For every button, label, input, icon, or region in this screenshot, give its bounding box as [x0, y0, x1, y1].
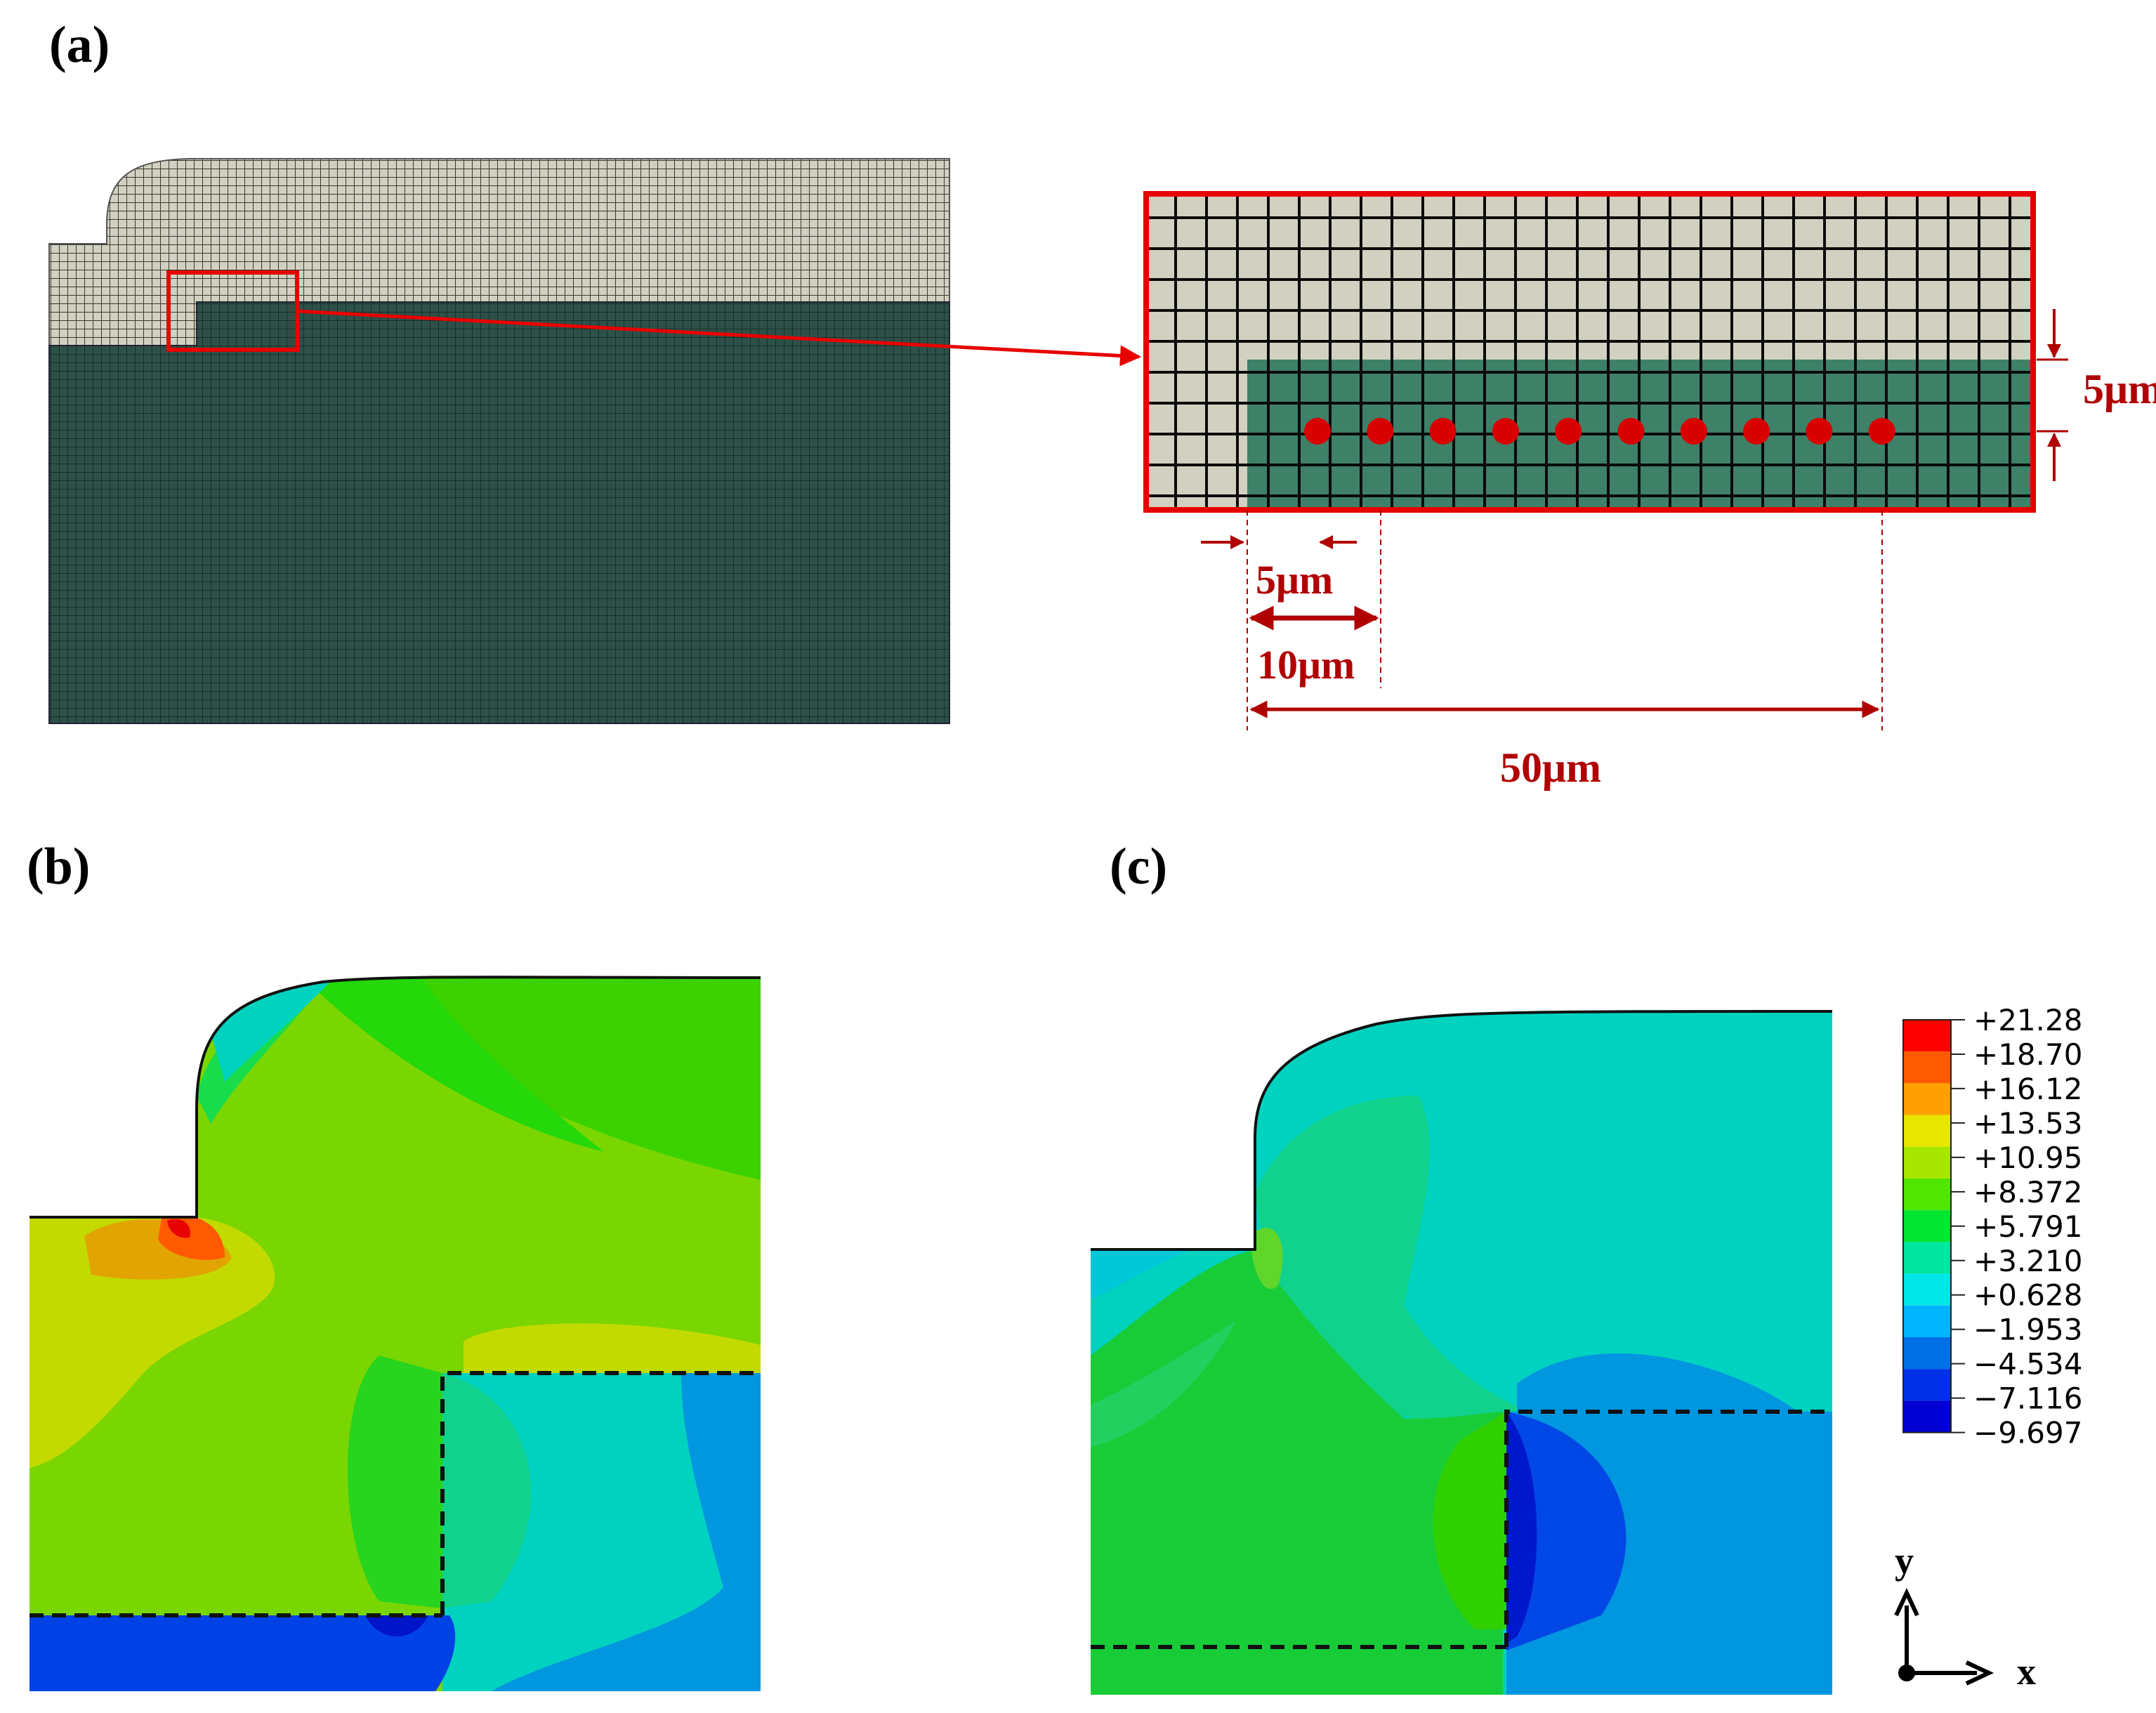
measurement-point — [1304, 418, 1331, 445]
legend-swatch — [1903, 1210, 1951, 1242]
legend-value: +5.791 — [1973, 1209, 2082, 1244]
color-legend: +21.28+18.70+16.12+13.53+10.95+8.372+5.7… — [1902, 1003, 2082, 1450]
legend-swatch — [1903, 1083, 1951, 1115]
panel-b-label: (b) — [27, 838, 90, 895]
legend-swatch — [1903, 1051, 1951, 1084]
legend-value: +3.210 — [1973, 1244, 2082, 1278]
zoomed-mesh — [1143, 191, 2036, 513]
mesh-model — [48, 158, 950, 724]
legend-swatch — [1903, 1242, 1951, 1274]
substrate-mesh — [48, 301, 950, 724]
legend-swatch — [1903, 1369, 1951, 1401]
measurement-point — [1617, 418, 1645, 445]
legend-value: +13.53 — [1973, 1106, 2082, 1141]
contour-plot-b — [29, 976, 761, 1691]
contour-plot-c — [1091, 1010, 1833, 1695]
measurement-points — [1304, 418, 1895, 445]
dimension-annotations — [1201, 309, 2068, 730]
measurement-point — [1806, 418, 1833, 445]
height-5um-label: 5μm — [2083, 366, 2156, 412]
legend-swatch — [1903, 1020, 1951, 1052]
measurement-point — [1492, 418, 1519, 445]
measurement-point — [1868, 418, 1895, 445]
legend-swatch — [1903, 1179, 1951, 1211]
legend-swatch — [1903, 1146, 1951, 1179]
legend-value: −7.116 — [1973, 1381, 2082, 1416]
legend-value: +10.95 — [1973, 1141, 2082, 1175]
measurement-point — [1429, 418, 1457, 445]
measurement-point — [1680, 418, 1707, 445]
span-50um-label: 50μm — [1500, 744, 1601, 791]
legend-value: +18.70 — [1973, 1037, 2082, 1072]
legend-value: +0.628 — [1973, 1278, 2082, 1313]
measurement-point — [1743, 418, 1770, 445]
measurement-point — [1555, 418, 1582, 445]
span-10um-label: 10μm — [1257, 642, 1355, 688]
legend-value: −4.534 — [1973, 1347, 2082, 1381]
measurement-point — [1367, 418, 1394, 445]
axis-y-label: y — [1895, 1540, 1914, 1582]
legend-swatch — [1903, 1115, 1951, 1147]
panel-a-label: (a) — [49, 16, 110, 74]
legend-swatch — [1903, 1305, 1951, 1337]
legend-swatch — [1903, 1273, 1951, 1306]
legend-value: +8.372 — [1973, 1175, 2082, 1209]
zoom-arrow — [296, 309, 1141, 367]
zoomed-frame — [1143, 191, 2036, 513]
panel-c-label: (c) — [1110, 838, 1167, 895]
legend-value: +21.28 — [1973, 1003, 2082, 1037]
legend-value: −1.953 — [1973, 1313, 2082, 1347]
legend-swatch — [1903, 1400, 1951, 1433]
width-5um-label: 5μm — [1256, 557, 1333, 603]
legend-value: −9.697 — [1973, 1416, 2082, 1450]
legend-swatch — [1903, 1337, 1951, 1370]
legend-value: +16.12 — [1973, 1072, 2082, 1106]
axis-x-label: x — [2017, 1650, 2036, 1693]
axis-triad: y x — [1894, 1540, 2036, 1693]
